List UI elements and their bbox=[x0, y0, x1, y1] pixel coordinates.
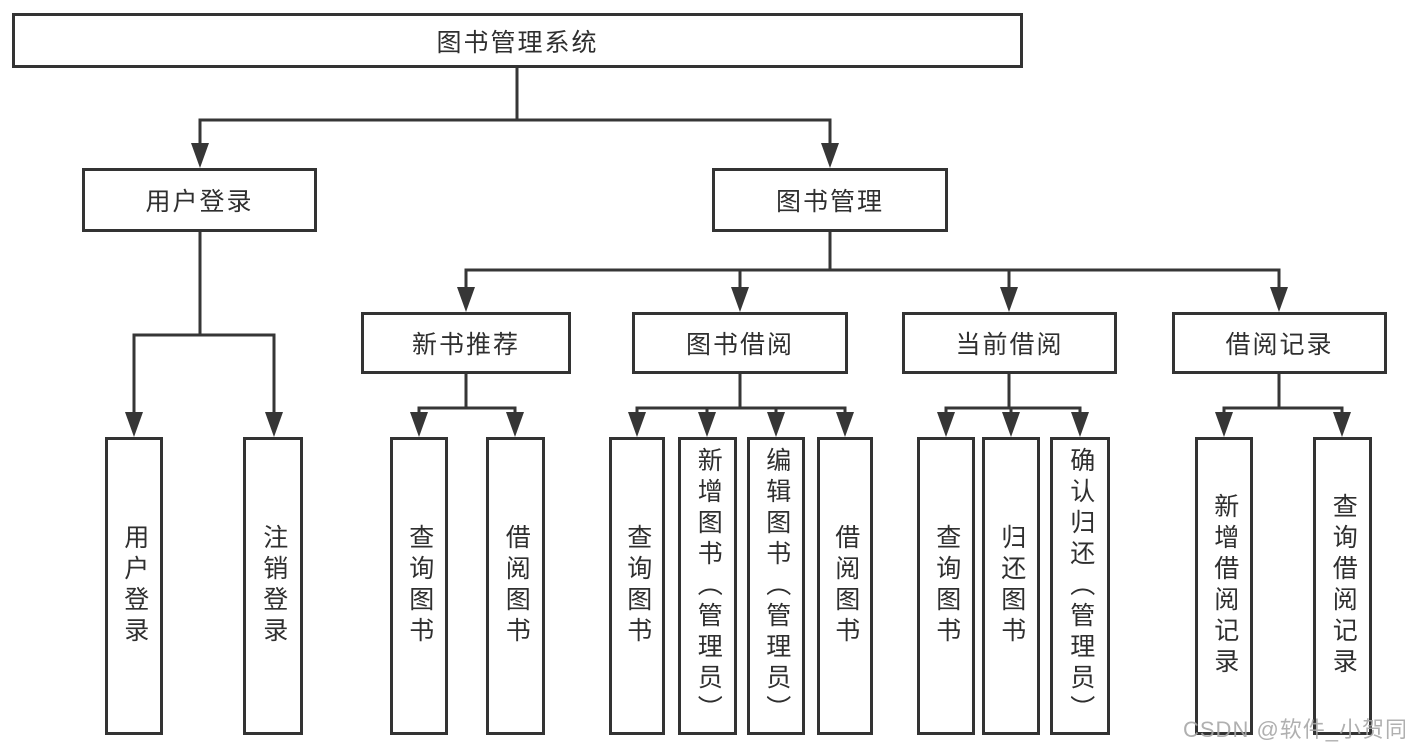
node-book-borrowing: 图书借阅 bbox=[632, 312, 848, 374]
leaf-query-books-current: 查询图书 bbox=[917, 437, 975, 735]
leaf-query-books-recommend: 查询图书 bbox=[390, 437, 448, 735]
node-user-login: 用户登录 bbox=[82, 168, 317, 232]
leaf-query-borrow-record: 查询借阅记录 bbox=[1313, 437, 1372, 735]
node-book-management: 图书管理 bbox=[712, 168, 948, 232]
leaf-return-books: 归还图书 bbox=[982, 437, 1040, 735]
leaf-edit-books-admin: 编辑图书（管理员） bbox=[747, 437, 805, 735]
leaf-add-books-admin: 新增图书（管理员） bbox=[678, 437, 737, 735]
node-library-management-system: 图书管理系统 bbox=[12, 13, 1023, 68]
leaf-borrow-books-recommend: 借阅图书 bbox=[486, 437, 545, 735]
leaf-query-books-borrowing: 查询图书 bbox=[609, 437, 665, 735]
leaf-confirm-return-admin: 确认归还（管理员） bbox=[1050, 437, 1110, 735]
node-new-book-recommendation: 新书推荐 bbox=[361, 312, 571, 374]
node-borrowing-records: 借阅记录 bbox=[1172, 312, 1387, 374]
leaf-add-borrow-record: 新增借阅记录 bbox=[1195, 437, 1253, 735]
leaf-logout-login: 注销登录 bbox=[243, 437, 303, 735]
csdn-watermark: CSDN @软件_小贺同学 bbox=[1183, 717, 1405, 742]
leaf-borrow-books-borrowing: 借阅图书 bbox=[817, 437, 873, 735]
leaf-user-login: 用户登录 bbox=[105, 437, 163, 735]
node-current-borrowing: 当前借阅 bbox=[902, 312, 1117, 374]
